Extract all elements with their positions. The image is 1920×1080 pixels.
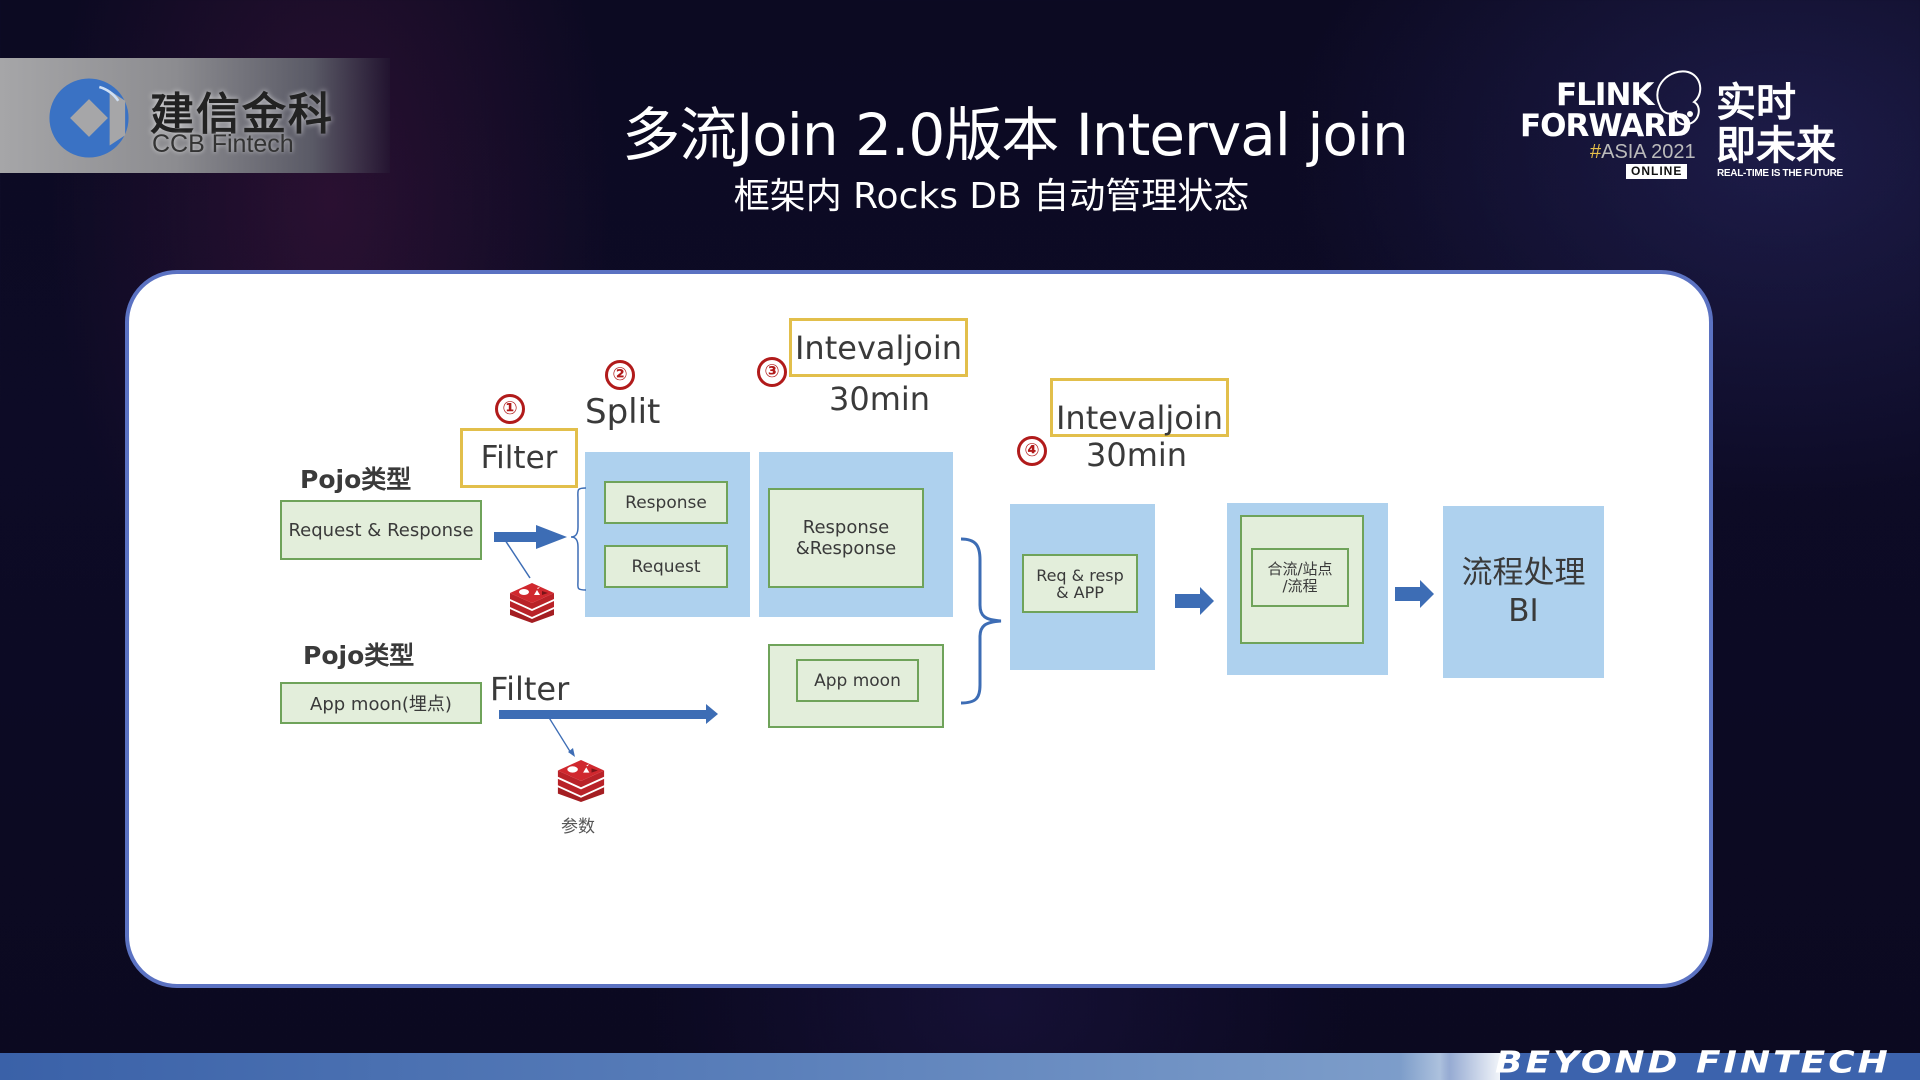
slide-title: 多流Join 2.0版本 Interval join bbox=[622, 101, 1409, 169]
step2-number: ② bbox=[605, 360, 635, 390]
event-region: #ASIA 2021 bbox=[1590, 142, 1696, 162]
step2-label: Split bbox=[585, 392, 661, 432]
join2-output-line2: & APP bbox=[1056, 582, 1104, 602]
join2-output-line1: Req & resp bbox=[1036, 565, 1124, 585]
bi-box: 流程处理 BI bbox=[1443, 506, 1604, 678]
arrow-join2-to-merge bbox=[1175, 587, 1214, 615]
step3-intervaljoin-box: Intevaljoin bbox=[789, 318, 968, 377]
split-bracket bbox=[570, 487, 587, 591]
bi-line1: 流程处理 bbox=[1461, 555, 1586, 591]
event-region-text: ASIA 2021 bbox=[1601, 141, 1696, 163]
step1-number: ① bbox=[495, 394, 525, 424]
logo-chinese-name: 建信金科 bbox=[150, 89, 334, 140]
step4-number: ④ bbox=[1017, 436, 1047, 466]
join-brace bbox=[960, 537, 1002, 705]
slogan-cn-line1: 实时 bbox=[1716, 80, 1796, 126]
step1-filter-box: Filter bbox=[460, 428, 578, 488]
event-hash: # bbox=[1590, 141, 1602, 163]
app-moon-box: App moon bbox=[796, 659, 919, 702]
filter2-label: Filter bbox=[490, 670, 570, 708]
split-output-request: Request bbox=[604, 545, 728, 588]
redis-link-2 bbox=[547, 715, 572, 754]
source2-box: App moon(埋点) bbox=[280, 682, 482, 724]
footer-highlight bbox=[1400, 1053, 1500, 1080]
split-output-response: Response bbox=[604, 481, 728, 524]
join1-output: Response &Response bbox=[768, 488, 924, 588]
ccb-logo-icon bbox=[49, 78, 129, 158]
merge-box: 合流/站点 /流程 bbox=[1251, 548, 1349, 607]
step3-number: ③ bbox=[757, 357, 787, 387]
slide-subtitle: 框架内 Rocks DB 自动管理状态 bbox=[733, 176, 1250, 217]
bi-line2: BI bbox=[1508, 593, 1539, 629]
redis-link-1 bbox=[504, 539, 531, 579]
merge-line2: /流程 bbox=[1282, 576, 1318, 595]
squirrel-icon bbox=[1656, 70, 1702, 126]
footer-slogan: BEYOND FINTECH bbox=[1495, 1045, 1891, 1080]
step3-window: 30min bbox=[829, 380, 931, 418]
source2-type-label: Pojo类型 bbox=[303, 641, 415, 670]
footer-band bbox=[0, 1053, 1920, 1080]
source1-box: Request & Response bbox=[280, 500, 482, 560]
redis-icon bbox=[510, 583, 554, 623]
slogan-cn-line2: 即未来 bbox=[1716, 123, 1836, 169]
event-logo-forward: FORWARD bbox=[1520, 108, 1692, 144]
arrow-source1-to-split bbox=[494, 525, 567, 549]
step4-intervaljoin-box: Intevaljoin bbox=[1050, 378, 1229, 437]
step4-window: 30min bbox=[1086, 436, 1188, 474]
arrow-filter2 bbox=[499, 704, 718, 724]
slogan-en: REAL-TIME IS THE FUTURE bbox=[1717, 168, 1843, 179]
redis-params-icon bbox=[557, 760, 605, 802]
event-online-badge: ONLINE bbox=[1626, 164, 1688, 179]
split-container bbox=[585, 452, 750, 617]
source1-type-label: Pojo类型 bbox=[300, 465, 412, 494]
redis-params-label: 参数 bbox=[561, 817, 595, 837]
join2-output: Req & resp & APP bbox=[1022, 554, 1138, 613]
event-logo-flink: FLINK bbox=[1556, 77, 1654, 113]
arrow-merge-to-bi bbox=[1395, 580, 1434, 608]
logo-english-name: CCB Fintech bbox=[152, 130, 294, 158]
merge-line1: 合流/站点 bbox=[1267, 559, 1333, 578]
